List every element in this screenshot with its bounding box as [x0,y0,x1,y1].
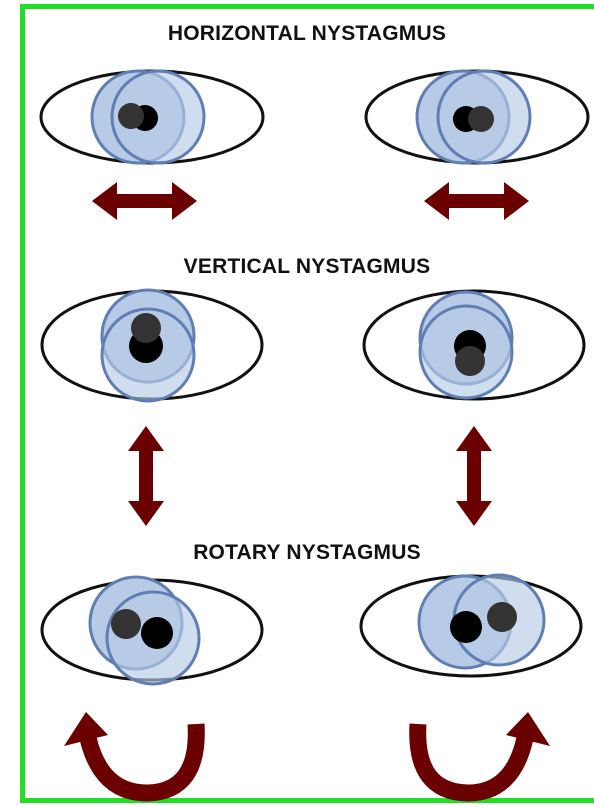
horizontal-right-eye [366,71,588,163]
pupil [131,313,161,343]
rotary-right-eye [361,575,581,676]
horizontal-double-arrow-right [424,182,529,220]
pupil [468,106,494,132]
vertical-right-eye [364,291,584,399]
vertical-left-eye [42,290,262,401]
pupil [450,611,482,643]
rotary-curved-arrow-left [64,712,196,793]
horizontal-double-arrow-left [92,182,197,220]
rotary-curved-arrow-right [418,712,550,793]
horizontal-left-eye [41,71,263,163]
rotary-left-eye [42,577,262,684]
pupil [118,103,144,129]
vertical-double-arrow-left [128,426,164,526]
pupil [141,617,173,649]
pupil [111,609,141,639]
vertical-double-arrow-right [456,426,492,526]
pupil [487,602,517,632]
pupil [455,346,485,376]
